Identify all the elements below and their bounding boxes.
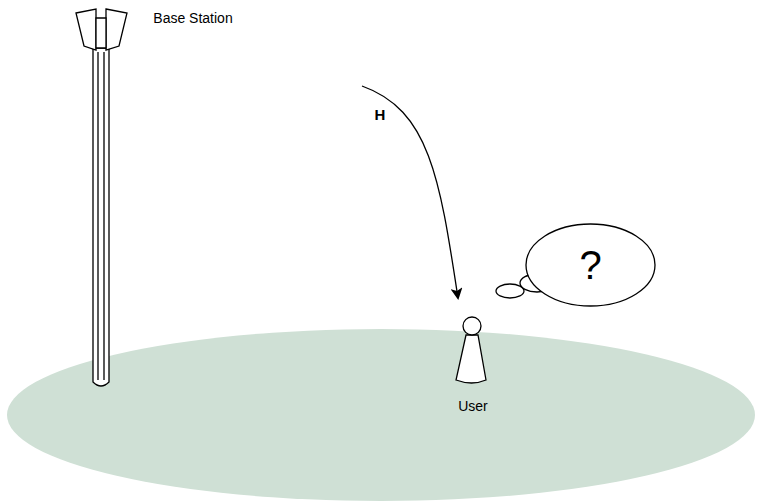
thought-bubble: ? [525, 223, 656, 307]
user-figure [456, 317, 486, 383]
user-label: User [458, 398, 488, 414]
tower [76, 9, 127, 386]
ground [7, 329, 755, 501]
channel-label: H [375, 106, 386, 123]
question-mark: ? [579, 243, 601, 288]
channel-arrow [362, 86, 458, 298]
station-label: Base Station [153, 10, 232, 26]
